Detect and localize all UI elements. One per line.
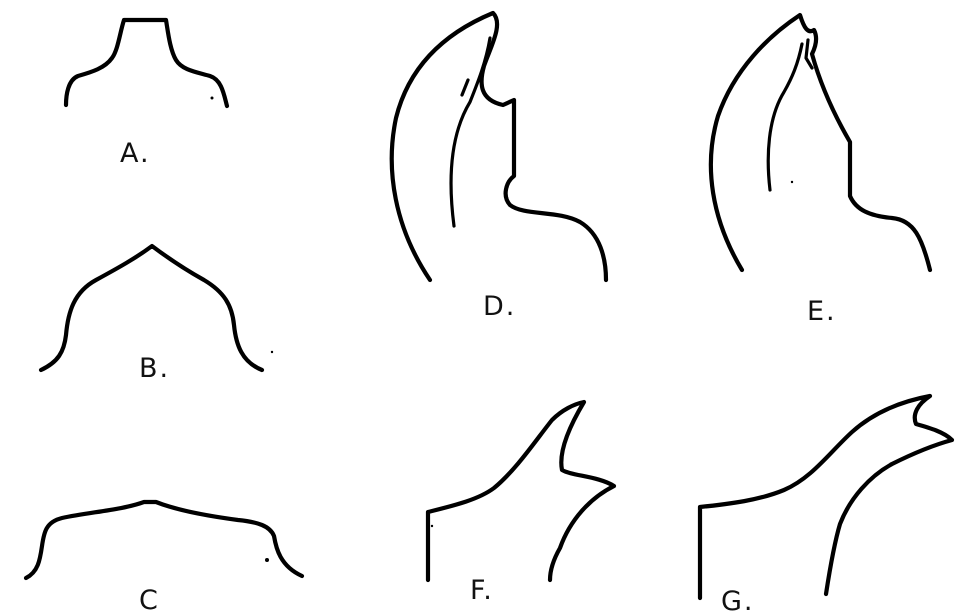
label-g: G. — [721, 586, 755, 614]
claw-d — [392, 13, 606, 280]
outline-b — [41, 246, 273, 370]
label-a: A. — [120, 138, 151, 169]
claw-g — [700, 396, 952, 598]
label-c: C — [139, 585, 160, 614]
label-e: E. — [807, 296, 837, 327]
claw-f — [428, 402, 614, 580]
label-d: D. — [483, 291, 516, 322]
label-b: B. — [139, 353, 170, 384]
label-f: F. — [470, 575, 494, 606]
claw-e — [711, 15, 930, 270]
outline-a — [66, 20, 227, 106]
outline-c — [26, 502, 302, 578]
